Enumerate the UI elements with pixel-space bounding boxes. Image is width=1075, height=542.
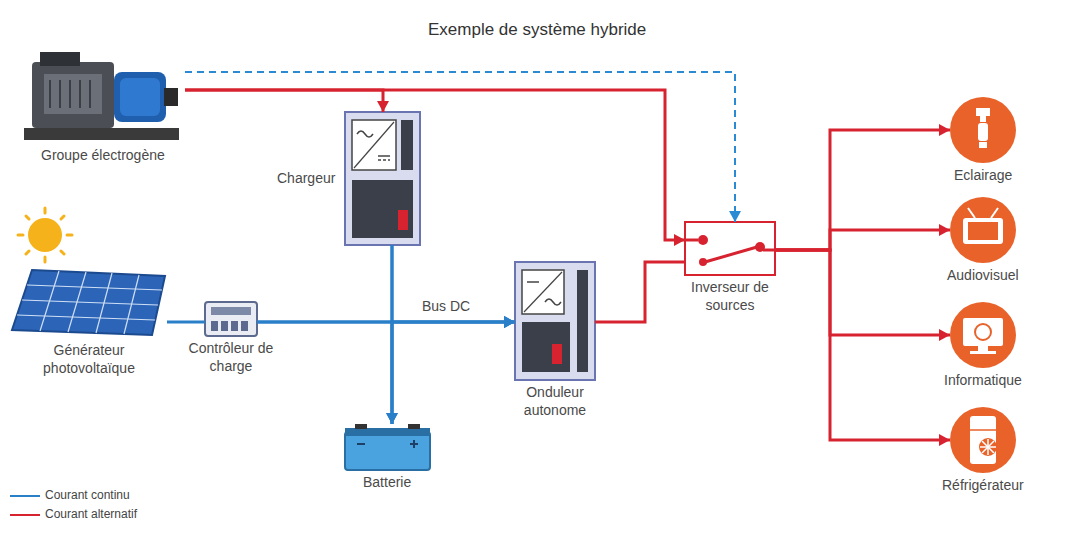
current-connector <box>392 245 515 328</box>
device-label: Batterie <box>363 474 411 492</box>
device-node: Onduleur autonome <box>515 262 595 380</box>
generator-illustration <box>24 52 179 140</box>
current-connector <box>392 316 515 424</box>
connector-line <box>167 321 205 324</box>
connector-line <box>185 90 383 112</box>
connector-line <box>775 130 950 250</box>
device-label: Réfrigérateur <box>942 477 1024 495</box>
legend-text: Courant continu <box>45 488 130 502</box>
device-label: Groupe électrogène <box>41 147 165 165</box>
current-connector <box>185 90 685 246</box>
arrow-head <box>504 316 515 328</box>
device-label: Onduleur autonome <box>507 384 603 419</box>
load-icons <box>950 97 1016 473</box>
arrow-head <box>939 124 950 136</box>
device-node: Groupe électrogène <box>20 48 185 143</box>
connector-line <box>775 230 950 250</box>
device-node: Informatique <box>950 302 1016 368</box>
connector-line <box>185 72 735 222</box>
connector-line <box>775 250 950 440</box>
current-connector <box>167 322 205 323</box>
diagram-title: Exemple de système hybride <box>428 20 646 40</box>
battery-illustration <box>345 424 430 470</box>
arrow-head <box>377 101 389 112</box>
arrow-head <box>674 234 685 246</box>
connector-line <box>775 250 950 335</box>
arrow-head <box>504 316 515 328</box>
current-connector <box>257 322 398 424</box>
connector-line <box>392 322 515 424</box>
device-node: Contrôleur de charge <box>205 302 257 336</box>
device-label: Inverseur de sources <box>680 279 780 314</box>
device-label: Générateur photovoltaïque <box>33 342 145 377</box>
arrow-head <box>504 316 515 328</box>
device-node: Inverseur de sources <box>685 222 775 275</box>
current-connector <box>595 262 685 322</box>
current-connector <box>775 124 950 250</box>
device-label: Audiovisuel <box>947 267 1019 285</box>
connector-line <box>257 322 392 424</box>
arrow-head <box>939 329 950 341</box>
legend-swatch <box>10 514 40 516</box>
legend-text: Courant alternatif <box>45 507 137 521</box>
arrow-head <box>939 224 950 236</box>
device-label: Chargeur <box>277 170 335 188</box>
current-connector <box>775 250 950 341</box>
charger-illustration <box>345 112 420 245</box>
arrow-head <box>939 434 950 446</box>
pv-panel-illustration <box>12 270 165 335</box>
current-connector <box>185 90 389 112</box>
sun-illustration <box>18 208 72 262</box>
inverter-illustration <box>515 262 595 380</box>
device-node: Chargeur <box>345 112 420 245</box>
device-label: Eclairage <box>954 167 1012 185</box>
current-connector <box>775 250 950 446</box>
device-node: Audiovisuel <box>950 197 1016 263</box>
device-node: Batterie <box>345 424 430 470</box>
arrow-head <box>729 211 741 222</box>
device-node: Réfrigérateur <box>950 407 1016 473</box>
device-label: Contrôleur de charge <box>183 340 279 375</box>
charge-controller-illustration <box>205 302 257 336</box>
bus-label: Bus DC <box>420 298 472 314</box>
device-label: Informatique <box>944 372 1022 390</box>
legend-swatch <box>10 495 40 497</box>
device-node: Eclairage <box>950 97 1016 163</box>
device-node: Générateur photovoltaïque <box>10 268 167 338</box>
connector-line <box>595 262 685 322</box>
connector-line <box>392 245 515 322</box>
current-connector <box>185 72 741 222</box>
connector-line <box>185 90 685 240</box>
current-connector <box>775 224 950 250</box>
source-switch-illustration <box>685 222 775 275</box>
